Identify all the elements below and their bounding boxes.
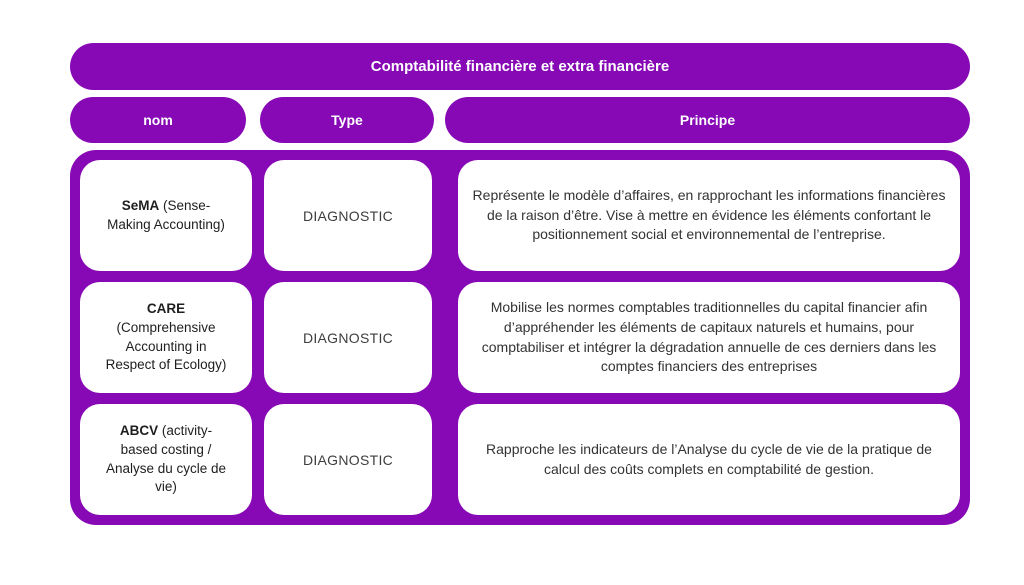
principle-cell-care: Mobilise les normes comptables tradition… <box>458 282 960 393</box>
column-header-type: Type <box>260 97 434 143</box>
type-cell-abcv: DIAGNOSTIC <box>264 404 432 515</box>
name-cell-care: CARE (Comprehensive Accounting in Respec… <box>80 282 252 393</box>
accounting-table: Comptabilité financière et extra financi… <box>70 43 970 525</box>
name-abbreviation: CARE (Comprehensive Accounting in Respec… <box>105 301 227 373</box>
name-cell-sema: SeMA (Sense- Making Accounting) <box>80 160 252 271</box>
column-header-principe: Principe <box>445 97 970 143</box>
principle-cell-abcv: Rapproche les indicateurs de l’Analyse d… <box>458 404 960 515</box>
column-header-row: nom Type Principe <box>70 97 970 143</box>
type-cell-sema: DIAGNOSTIC <box>264 160 432 271</box>
name-abbreviation: ABCV (activity- based costing / Analyse … <box>105 423 227 495</box>
name-abbreviation: SeMA (Sense- Making Accounting) <box>107 197 225 232</box>
table-title: Comptabilité financière et extra financi… <box>70 43 970 90</box>
name-cell-abcv: ABCV (activity- based costing / Analyse … <box>80 404 252 515</box>
column-header-nom: nom <box>70 97 246 143</box>
type-cell-care: DIAGNOSTIC <box>264 282 432 393</box>
table-body: SeMA (Sense- Making Accounting) DIAGNOST… <box>70 150 970 525</box>
principle-cell-sema: Représente le modèle d’affaires, en rapp… <box>458 160 960 271</box>
